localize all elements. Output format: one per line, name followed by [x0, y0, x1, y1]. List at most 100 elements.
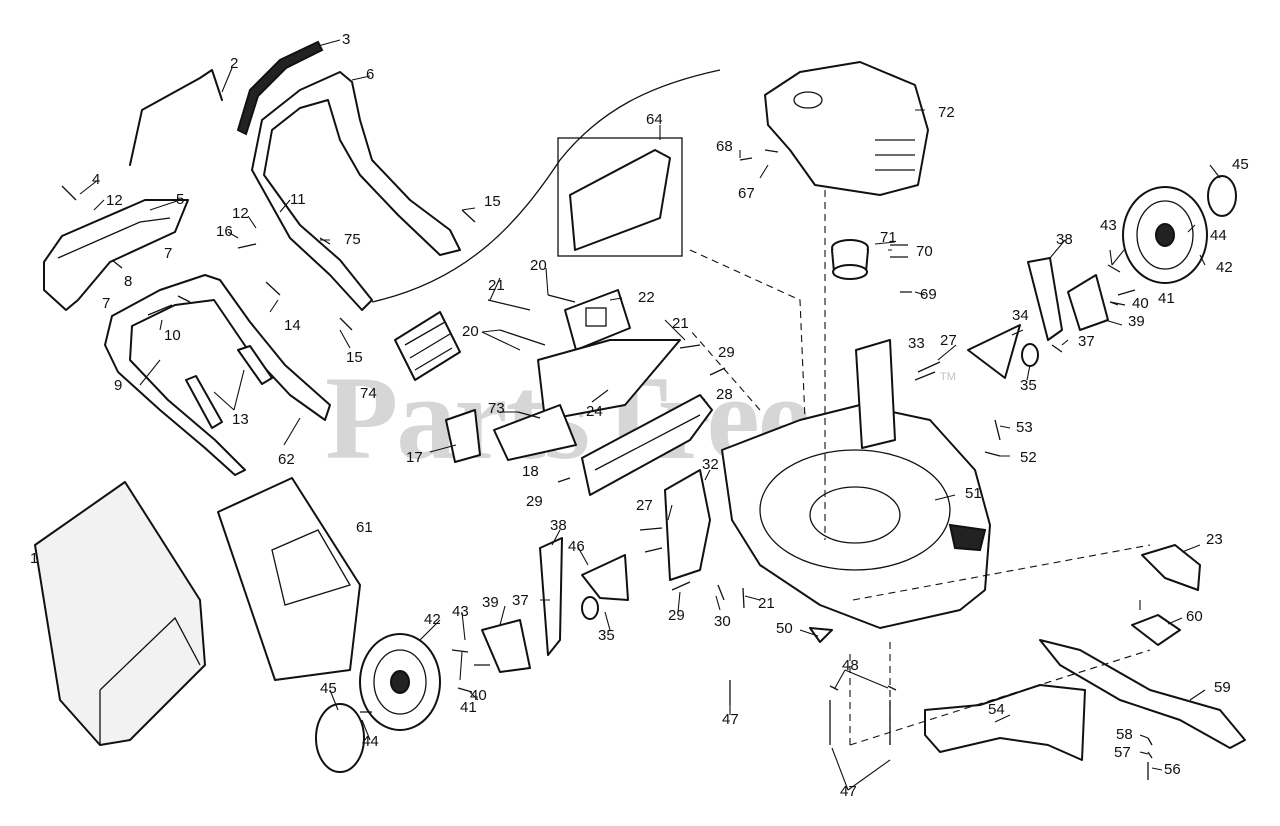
- part-32-wheel-bracket-left[interactable]: [664, 469, 711, 581]
- callout-60: 60: [1186, 608, 1203, 625]
- part-54-blade-stiffener[interactable]: [924, 684, 1086, 761]
- callout-12b: 12: [232, 205, 249, 222]
- callout-44a: 44: [1210, 227, 1227, 244]
- callout-29b: 29: [526, 493, 543, 510]
- callout-27b: 27: [636, 497, 653, 514]
- callout-29a: 29: [718, 344, 735, 361]
- callout-13: 13: [232, 411, 249, 428]
- callout-1: 1: [30, 550, 38, 567]
- callout-21a: 21: [488, 277, 505, 294]
- part-45-hub-cap-left[interactable]: [315, 703, 365, 773]
- part-38-lever-left[interactable]: [539, 537, 563, 656]
- part-59-blade[interactable]: [1039, 639, 1246, 749]
- part-5-bag-frame-cover[interactable]: [43, 199, 189, 311]
- callout-21c: 21: [758, 595, 775, 612]
- part-38-lever-right[interactable]: [1027, 257, 1063, 341]
- callout-14: 14: [284, 317, 301, 334]
- callout-73: 73: [488, 400, 505, 417]
- part-1-grass-bag[interactable]: [34, 481, 206, 746]
- callout-9: 9: [114, 377, 122, 394]
- callout-41b: 41: [460, 699, 477, 716]
- callout-58: 58: [1116, 726, 1133, 743]
- callout-8: 8: [124, 273, 132, 290]
- callout-46: 46: [568, 538, 585, 555]
- callout-61: 61: [356, 519, 373, 536]
- callout-42a: 42: [1216, 259, 1233, 276]
- callout-23: 23: [1206, 531, 1223, 548]
- callout-4: 4: [92, 171, 100, 188]
- part-18-hinge-bracket[interactable]: [493, 404, 577, 461]
- callout-15b: 15: [346, 349, 363, 366]
- callout-42b: 42: [424, 611, 441, 628]
- part-13-handle-brackets[interactable]: [185, 345, 273, 429]
- callout-28: 28: [716, 386, 733, 403]
- fasteners: [61, 149, 1153, 780]
- callout-52: 52: [1020, 449, 1037, 466]
- callout-6: 6: [366, 66, 374, 83]
- callout-16: 16: [216, 223, 233, 240]
- callout-12a: 12: [106, 192, 123, 209]
- callout-37a: 37: [1078, 333, 1095, 350]
- callout-67: 67: [738, 185, 755, 202]
- callout-38b: 38: [550, 517, 567, 534]
- callout-2: 2: [230, 55, 238, 72]
- part-61-bag-frame[interactable]: [217, 477, 361, 681]
- watermark-tm: TM: [940, 371, 956, 383]
- callout-51: 51: [965, 485, 982, 502]
- part-74-decal[interactable]: [394, 311, 461, 381]
- callout-15a: 15: [484, 193, 501, 210]
- callout-35a: 35: [1020, 377, 1037, 394]
- callout-54: 54: [988, 701, 1005, 718]
- callout-5: 5: [176, 191, 184, 208]
- callout-70: 70: [916, 243, 933, 260]
- part-42-wheel-right[interactable]: [1122, 186, 1208, 284]
- part-23-blade-adapter-top[interactable]: [1141, 544, 1201, 591]
- callout-39b: 39: [482, 594, 499, 611]
- part-3-handle-grip[interactable]: [236, 40, 324, 136]
- callout-21b: 21: [672, 315, 689, 332]
- part-22-rear-bracket[interactable]: [564, 289, 631, 351]
- callout-68: 68: [716, 138, 733, 155]
- part-28-rear-flap[interactable]: [581, 394, 713, 496]
- part-60-blade-adapter[interactable]: [1131, 614, 1181, 646]
- part-34-height-plate-right[interactable]: [967, 324, 1021, 379]
- part-35-spacer-right[interactable]: [1021, 343, 1039, 367]
- part-2-control-bail[interactable]: [129, 69, 223, 166]
- part-9-lower-handle[interactable]: [104, 274, 331, 476]
- callout-37b: 37: [512, 592, 529, 609]
- throttle-cable: [371, 69, 721, 303]
- part-46-height-plate-left[interactable]: [581, 554, 629, 601]
- part-24-deflector[interactable]: [537, 339, 681, 421]
- callout-39a: 39: [1128, 313, 1145, 330]
- callout-24: 24: [586, 403, 603, 420]
- part-39-axle-bracket-right[interactable]: [1067, 274, 1109, 331]
- callout-44b: 44: [362, 733, 379, 750]
- part-33-wheel-bracket-right[interactable]: [855, 339, 896, 449]
- part-6-upper-handle[interactable]: [251, 71, 461, 311]
- callout-35b: 35: [598, 627, 615, 644]
- callout-47b: 47: [840, 783, 857, 800]
- part-42-wheel-left[interactable]: [359, 633, 441, 731]
- callout-22: 22: [638, 289, 655, 306]
- callout-59: 59: [1214, 679, 1231, 696]
- callout-7b: 7: [102, 295, 110, 312]
- callout-43b: 43: [452, 603, 469, 620]
- callout-45b: 45: [320, 680, 337, 697]
- part-17-hinge-plate[interactable]: [445, 409, 481, 463]
- callout-40b: 40: [470, 687, 487, 704]
- callout-11: 11: [290, 191, 306, 208]
- part-72-engine[interactable]: [764, 61, 929, 196]
- part-35-spacer-left[interactable]: [581, 596, 599, 620]
- part-45-hub-cap-right[interactable]: [1207, 175, 1237, 217]
- part-39-axle-bracket-left[interactable]: [481, 619, 531, 673]
- callout-3: 3: [342, 31, 350, 48]
- callout-57: 57: [1114, 744, 1131, 761]
- callout-30: 30: [714, 613, 731, 630]
- callout-17: 17: [406, 449, 423, 466]
- callout-48: 48: [842, 657, 859, 674]
- part-64-decal-box[interactable]: [557, 137, 683, 257]
- part-71-pulley[interactable]: [831, 239, 869, 280]
- callout-69: 69: [920, 286, 937, 303]
- callout-74: 74: [360, 385, 377, 402]
- part-51-mower-deck[interactable]: [721, 404, 991, 629]
